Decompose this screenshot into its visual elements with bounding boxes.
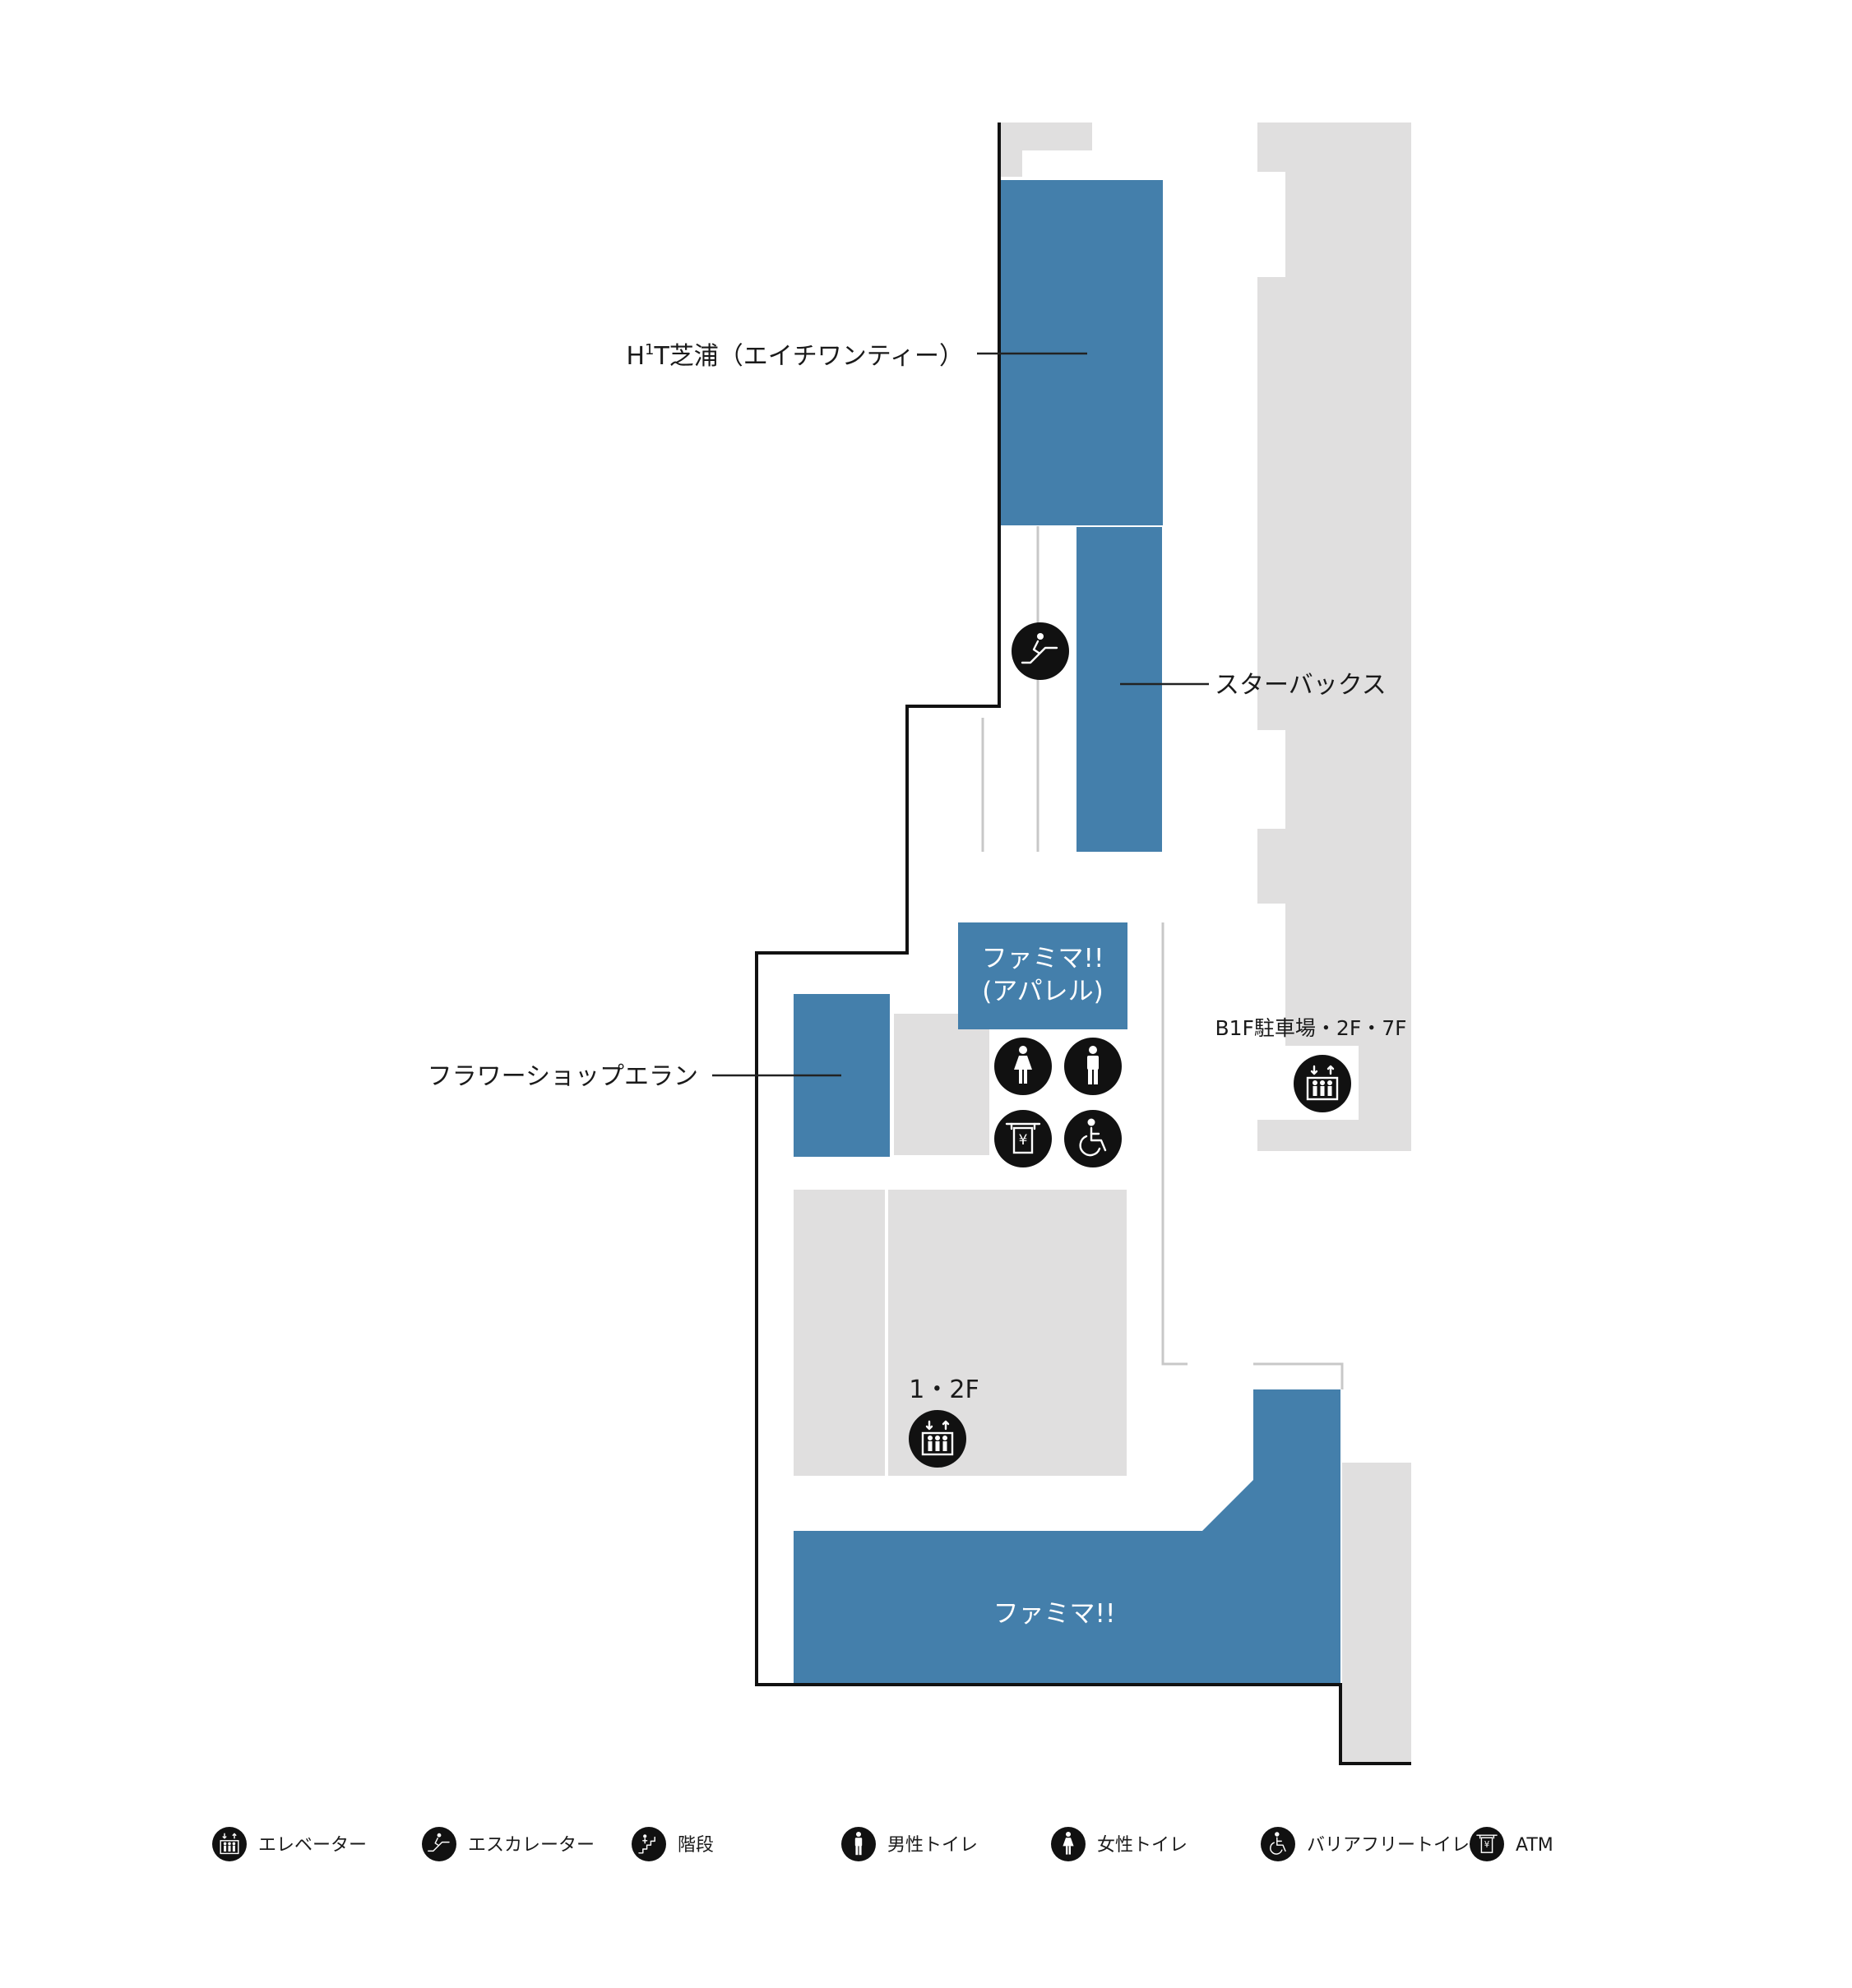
legend-label: 階段 [678,1835,714,1856]
elevator-icon [211,1826,248,1862]
legend-item-atm: ATM [1469,1826,1553,1862]
top-grey-area [999,123,1092,177]
back-room [894,1014,989,1155]
mens-toilet-icon [841,1827,876,1861]
shop-flower-label: フラワーショップエラン [428,1062,698,1091]
elevator-parking-icon[interactable] [1292,1053,1353,1114]
legend: エレベーター エスカレーター 階段 男性トイレ 女性トイレ バリアフリートイレ … [211,1826,1553,1862]
legend-item-stairs: 階段 [631,1826,714,1862]
elevator-parking-label: B1F駐車場・2F・7F [1215,1016,1406,1040]
legend-item-mens-toilet: 男性トイレ [841,1827,978,1861]
lower-grey-left [794,1190,885,1476]
legend-label: エスカレーター [468,1835,595,1856]
legend-item-accessible-toilet: バリアフリートイレ [1260,1826,1470,1862]
legend-item-womens-toilet: 女性トイレ [1051,1827,1188,1861]
shop-starbucks-block[interactable] [1076,527,1162,852]
bottom-right-strip [1342,1463,1411,1764]
legend-label: 男性トイレ [887,1835,978,1856]
outer-wall [755,123,1411,1765]
stairs-icon [631,1826,667,1862]
womens-toilet-icon[interactable] [994,1038,1052,1095]
legend-item-elevator: エレベーター [211,1826,367,1862]
legend-label: バリアフリートイレ [1307,1835,1470,1856]
shop-h1t-label: H1T芝浦（エイチワンティー） [626,341,964,371]
common-areas [794,123,1411,1764]
legend-label: ATM [1516,1835,1553,1856]
shop-famima-apparel-block[interactable] [958,922,1127,1029]
atm-icon [1469,1826,1505,1862]
shop-starbucks-label: スターバックス [1215,671,1387,700]
mens-toilet-icon[interactable] [1064,1038,1122,1095]
legend-label: 女性トイレ [1097,1835,1188,1856]
corridor-lines [981,526,1344,1389]
atm-icon[interactable] [993,1108,1053,1169]
accessible-toilet-icon[interactable] [1063,1108,1123,1169]
shop-famima-apparel-label-1: ファミマ!! [982,944,1104,973]
escalator-icon[interactable] [1010,621,1071,682]
right-building-strip [1257,123,1411,1151]
accessible-toilet-icon [1260,1826,1296,1862]
womens-toilet-icon [1051,1827,1086,1861]
escalator-icon [421,1826,457,1862]
leader-lines [712,352,1209,1077]
shop-famima-apparel-label-2: (アパレル) [982,977,1104,1006]
elevator-floors12-icon[interactable] [907,1408,968,1469]
shop-famima-label: ファミマ!! [993,1599,1116,1629]
shop-famima-block[interactable] [794,1389,1340,1683]
legend-item-escalator: エスカレーター [421,1826,595,1862]
elevator-floors12-label: 1・2F [909,1375,979,1404]
legend-label: エレベーター [258,1835,367,1856]
